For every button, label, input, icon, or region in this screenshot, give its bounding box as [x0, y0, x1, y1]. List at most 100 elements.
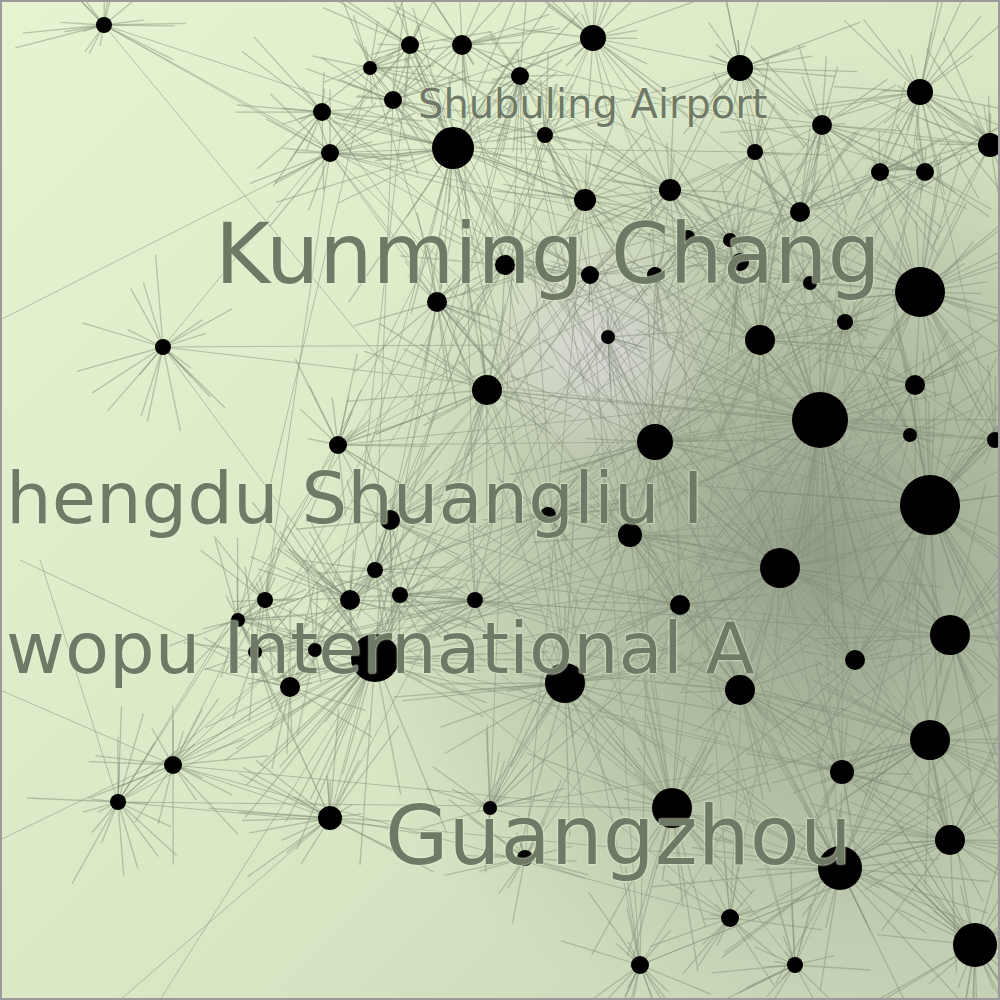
burst-line [995, 440, 1000, 518]
burst-line [561, 941, 640, 965]
burst-line [312, 56, 370, 68]
burst-line [117, 737, 118, 802]
burst-line [254, 37, 322, 112]
burst-line [892, 290, 930, 505]
burst-line [27, 798, 118, 802]
burst-line [242, 51, 322, 112]
burst-line [104, 0, 176, 25]
burst-line [880, 172, 941, 227]
burst-line [82, 323, 163, 347]
burst-line [343, 1, 370, 68]
route-line [163, 45, 410, 347]
burst-line [141, 347, 163, 417]
burst-line [270, 94, 330, 153]
burst-line [520, 0, 527, 76]
burst-line [393, 0, 453, 148]
burst-line [990, 145, 1000, 237]
burst-line [740, 22, 860, 68]
burst-line [330, 720, 370, 818]
burst-line [118, 802, 124, 876]
route-line [265, 262, 740, 600]
burst-line [920, 0, 967, 92]
route-line [487, 390, 995, 440]
burst-line [104, 23, 186, 25]
burst-line [215, 539, 238, 620]
burst-line [172, 765, 174, 865]
route-line [520, 76, 672, 808]
burst-line [730, 918, 774, 986]
burst-line [930, 505, 1000, 706]
burst-line [173, 765, 238, 835]
burst-line [135, 765, 173, 822]
burst-line [173, 699, 218, 765]
burst-line [925, 125, 1000, 172]
route-line [795, 505, 930, 965]
burst-line [143, 283, 163, 347]
burst-line [118, 802, 158, 857]
burst-line [118, 707, 121, 802]
burst-line [739, 965, 795, 993]
burst-line [943, 38, 990, 145]
burst-line [163, 347, 225, 408]
burst-line [822, 56, 826, 125]
burst-line [795, 965, 871, 970]
burst-line [975, 761, 1000, 945]
burst-line [640, 965, 691, 1000]
burst-line [42, 0, 104, 25]
burst-line [748, 965, 795, 1000]
burst-line [795, 965, 847, 1000]
burst-line [237, 105, 322, 112]
route-lines [0, 25, 995, 1000]
burst-line [163, 309, 232, 347]
burst-line [104, 24, 174, 26]
burst-line [930, 740, 1000, 880]
burst-line [625, 867, 640, 965]
burst-line [666, 880, 730, 918]
burst-line [501, 0, 593, 38]
route-line [453, 148, 548, 515]
burst-line [730, 898, 801, 918]
burst-line [844, 20, 920, 92]
burst-line [276, 148, 453, 202]
burst-line [493, 0, 593, 38]
burst-line [287, 687, 290, 754]
burst-line [799, 45, 822, 125]
burst-line [247, 818, 330, 877]
burst-line [925, 740, 930, 885]
burst-line [295, 359, 338, 445]
burst-line [920, 0, 946, 92]
burst-line [200, 550, 265, 600]
burst-line [107, 347, 163, 411]
burst-line [945, 779, 975, 945]
burst-line [640, 965, 691, 1000]
burst-line [682, 918, 730, 974]
route-line [760, 340, 930, 505]
route-line [842, 322, 845, 772]
burst-line [393, 24, 420, 100]
burst-line [840, 782, 991, 868]
burst-line [713, 152, 755, 192]
burst-line [920, 13, 1000, 92]
burst-line [557, 965, 640, 1000]
burst-line [72, 802, 118, 883]
burst-line [926, 49, 990, 145]
burst-line [920, 92, 1000, 163]
burst-line [712, 965, 795, 1000]
route-line [593, 38, 740, 68]
route-line [338, 442, 655, 445]
burst-line [462, 26, 554, 45]
route-line [410, 45, 840, 868]
burst-line [118, 802, 177, 855]
burst-line [23, 25, 104, 33]
burst-line [92, 347, 163, 393]
burst-line [293, 550, 350, 600]
burst-line [840, 868, 907, 1000]
route-line [330, 68, 740, 818]
burst-line [840, 767, 967, 868]
burst-line [147, 347, 163, 421]
burst-line [589, 892, 640, 965]
